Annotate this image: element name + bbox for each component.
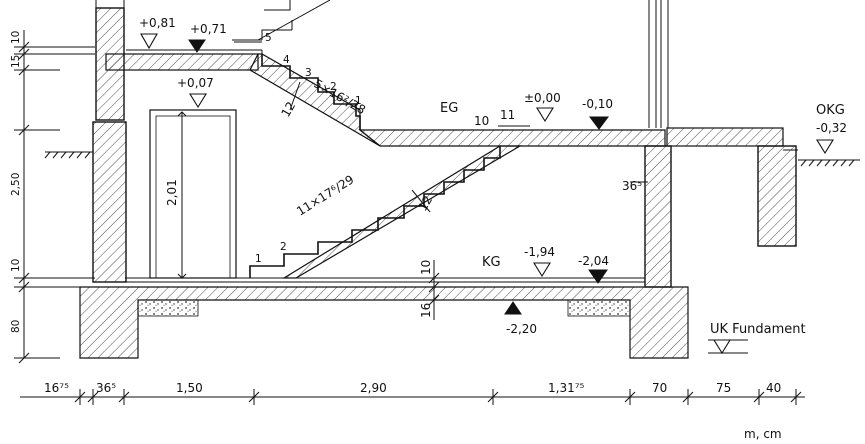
level-landing: +0,71	[190, 22, 227, 36]
hdim-6: 70	[652, 381, 667, 395]
level-markers	[140, 33, 834, 355]
vertical-dimension-chain	[14, 30, 95, 364]
slab-dimension-ticks	[289, 81, 648, 320]
upper-step-4: 4	[283, 54, 290, 66]
vdim-4: 10	[10, 259, 22, 272]
level-marker-kg-slab	[588, 269, 608, 284]
hdim-3: 1,50	[176, 381, 203, 395]
vdim-1: 10	[10, 31, 22, 44]
foundation-label: UK Fundament	[710, 322, 806, 337]
level-marker-foundation	[713, 339, 731, 355]
eg-label: EG	[440, 101, 458, 116]
slab-label-10: 10	[474, 114, 489, 128]
okg-label: OKG	[816, 103, 845, 118]
kg-label: KG	[482, 255, 501, 270]
vdim-5: 80	[10, 320, 22, 333]
horizontal-dimension-chain	[20, 389, 805, 405]
unit-label: m, cm	[744, 427, 782, 441]
door-frame	[149, 109, 237, 279]
level-marker-door-head	[189, 93, 207, 109]
hdim-7: 75	[716, 381, 731, 395]
door-height-label: 2,01	[165, 179, 179, 206]
hdim-5: 1,31⁷⁵	[548, 381, 585, 395]
vdim-2: 15	[10, 55, 22, 68]
level-marker-landing	[188, 39, 206, 53]
left-wall	[92, 0, 127, 283]
basement-slab	[79, 277, 689, 359]
hdim-1: 16⁷⁵	[44, 381, 69, 395]
lower-step-2: 2	[280, 241, 287, 253]
upper-step-3: 3	[305, 67, 312, 79]
kg-slab-label-10: 10	[419, 260, 433, 275]
level-marker-top-left	[140, 33, 158, 50]
terrain	[44, 151, 860, 167]
lower-step-1: 1	[255, 253, 262, 265]
annotations: +0,81 +0,71 +0,07 ±0,00 -0,10 OKG -0,32 …	[10, 16, 847, 441]
level-bottom-slab: -2,20	[506, 322, 537, 336]
level-marker-eg-slab	[589, 116, 609, 130]
level-door-head: +0,07	[177, 76, 214, 90]
upper-landing	[105, 0, 381, 147]
level-marker-okg	[816, 139, 834, 155]
ground-floor-slab	[358, 127, 798, 247]
level-kg-slab: -2,04	[578, 254, 609, 268]
level-marker-eg-floor	[536, 107, 554, 123]
hdim-4: 2,90	[360, 381, 387, 395]
lower-stair	[249, 145, 523, 279]
level-eg-slab: -0,10	[582, 97, 613, 111]
upper-step-5: 5	[265, 32, 272, 44]
level-okg: -0,32	[816, 121, 847, 135]
slab-label-11: 11	[500, 108, 515, 122]
right-wall	[644, 0, 672, 288]
vdim-3: 2,50	[10, 173, 22, 196]
upper-step-2: 2	[330, 81, 337, 93]
upper-step-1: 1	[355, 95, 362, 107]
wall-thickness-label: 36⁵	[622, 179, 642, 193]
lower-slab-thickness: 12	[415, 193, 435, 213]
level-kg-floor: -1,94	[524, 245, 555, 259]
hdim-8: 40	[766, 381, 781, 395]
kg-slab-label-16: 16	[419, 303, 433, 318]
upper-slab-thickness: 12	[278, 99, 298, 119]
level-eg-floor: ±0,00	[524, 91, 561, 105]
level-marker-kg-floor	[533, 262, 551, 278]
level-marker-bottom-slab	[504, 301, 522, 315]
stair-lower-label: 11×17⁶/29	[294, 172, 356, 218]
hdim-2: 36⁵	[96, 381, 116, 395]
level-top-left: +0,81	[139, 16, 176, 30]
